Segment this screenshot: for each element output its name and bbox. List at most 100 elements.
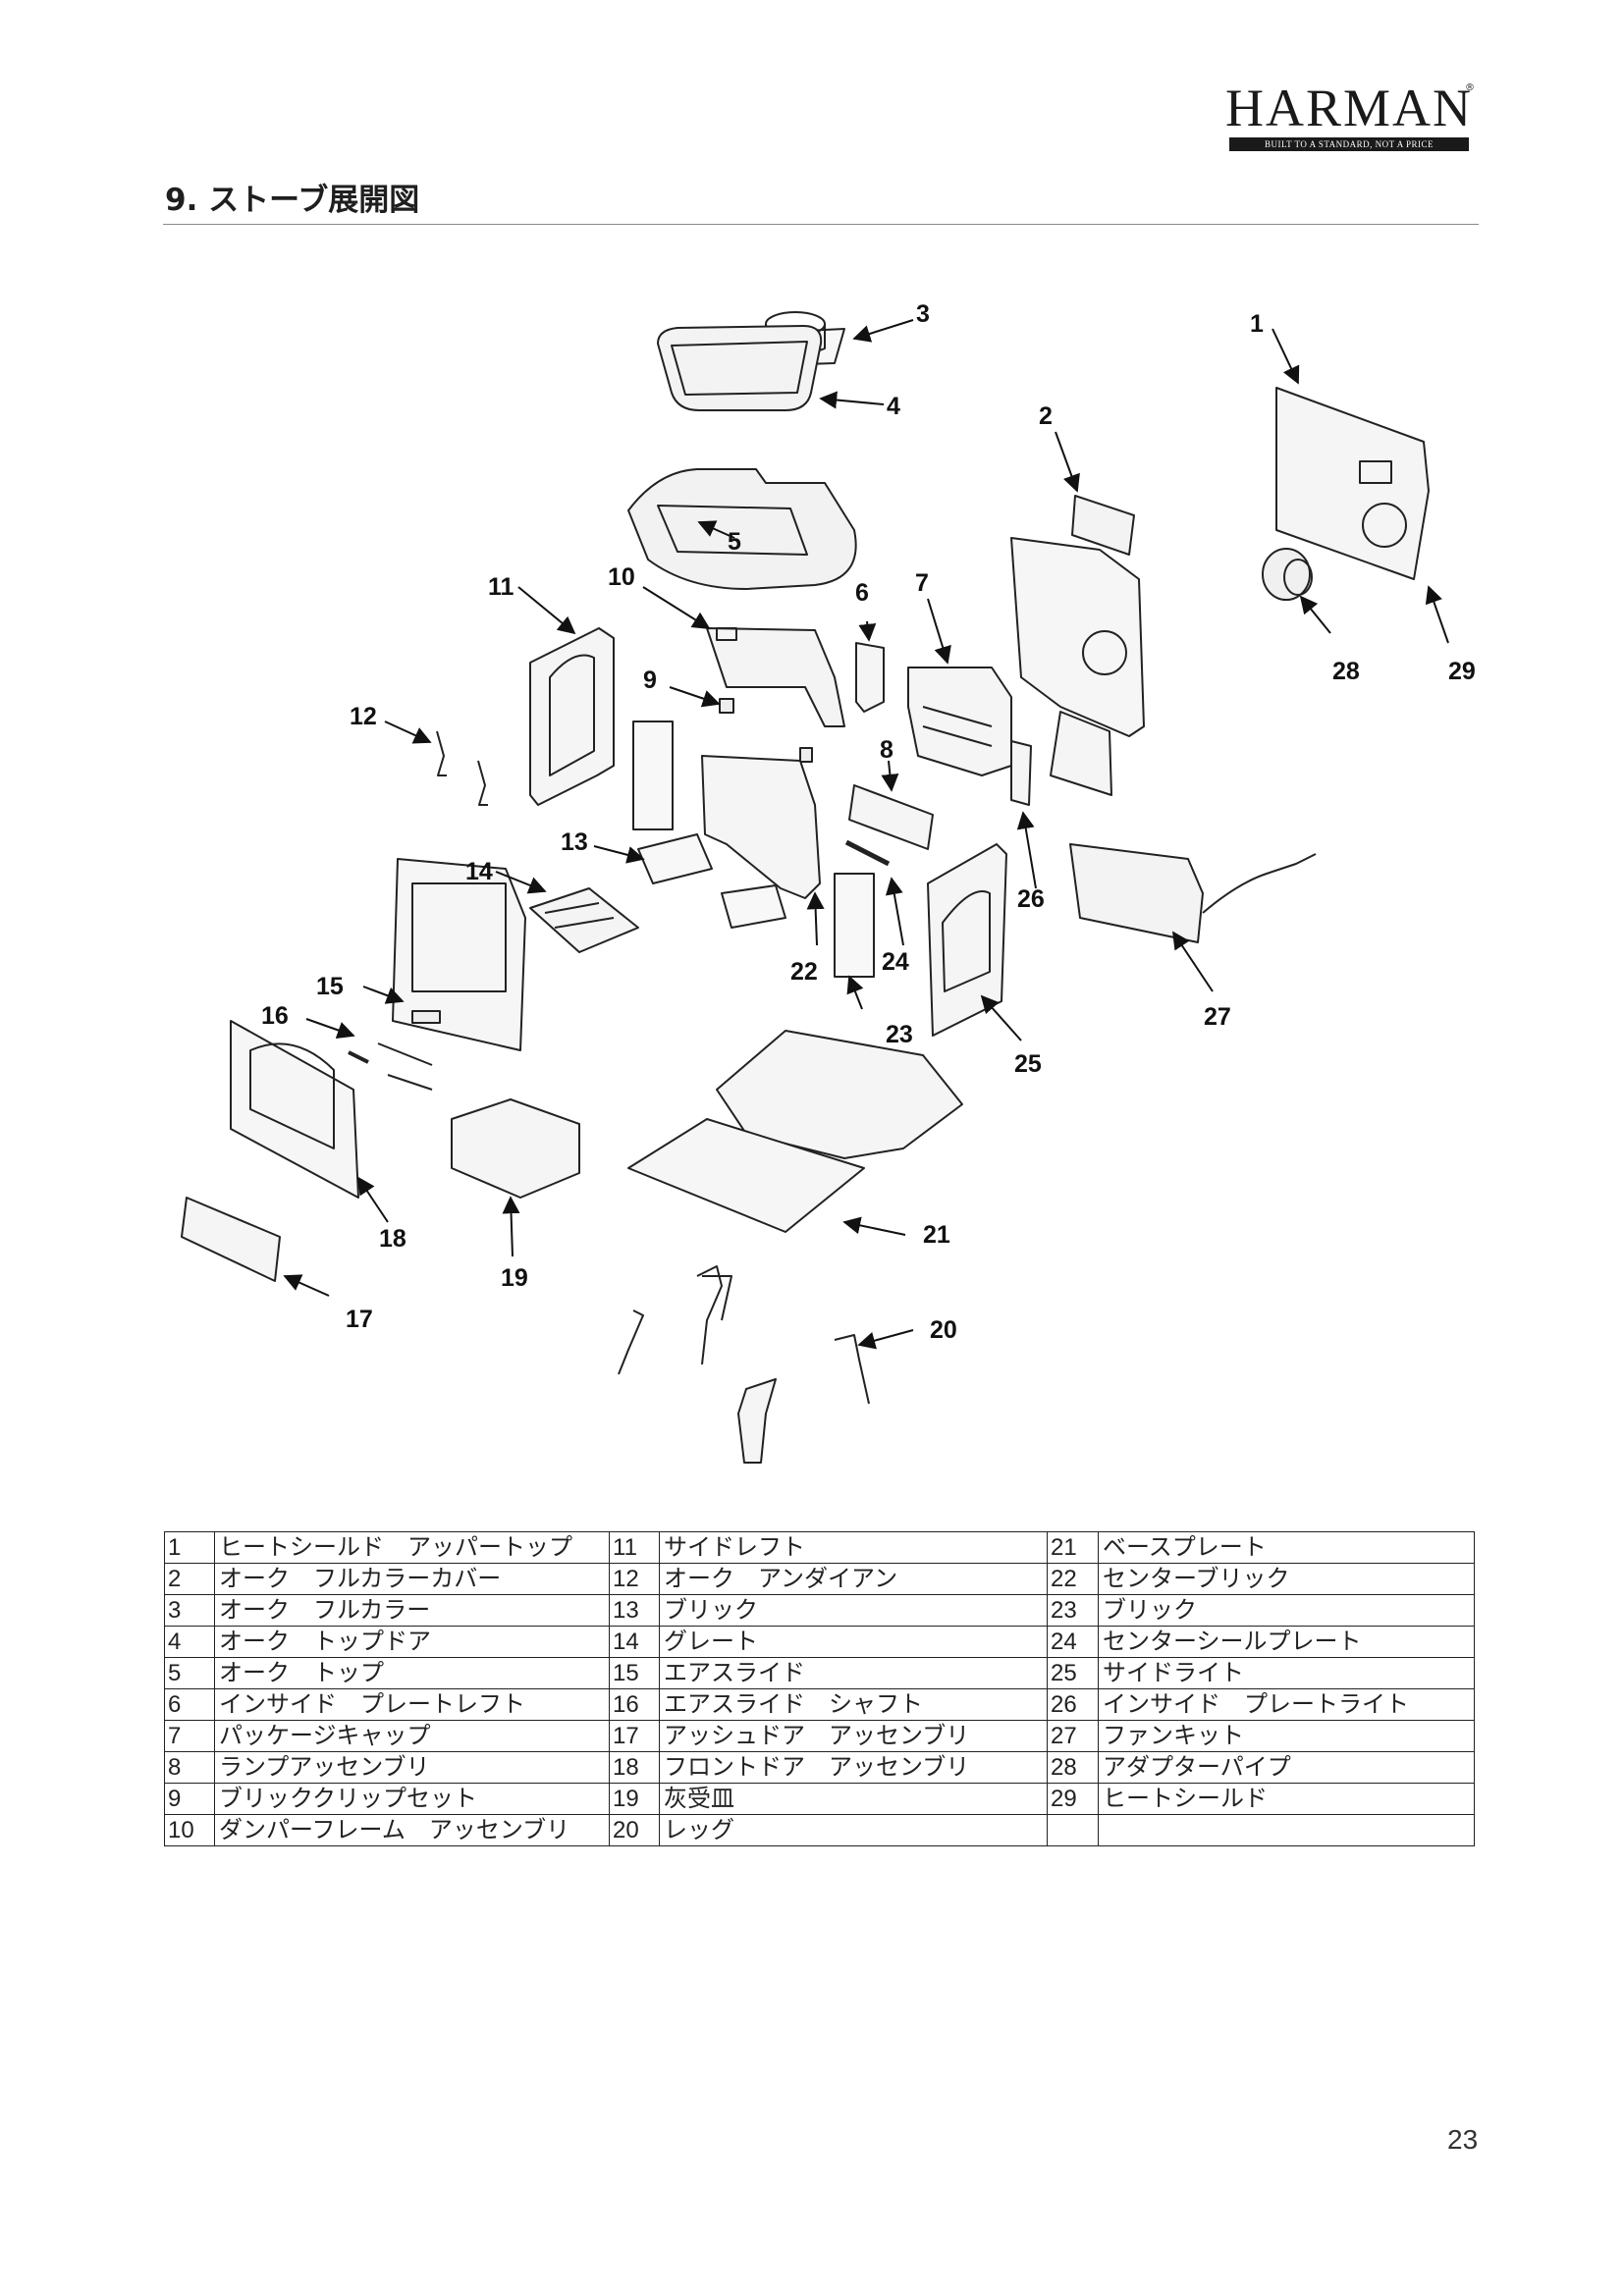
callout-8: 8 (880, 736, 893, 764)
part-number-cell (1047, 1814, 1099, 1846)
part-number-cell: 27 (1047, 1720, 1099, 1752)
callout-14: 14 (465, 858, 493, 885)
part-16-air-slide-shaft (348, 1042, 433, 1091)
callout-16: 16 (261, 1002, 289, 1030)
part-name-cell: グレート (659, 1626, 1048, 1658)
part-name-cell: インサイド プレートレフト (214, 1688, 610, 1721)
callout-20: 20 (930, 1316, 957, 1344)
part-15-air-slide (411, 1010, 441, 1024)
part-number-cell: 7 (164, 1720, 215, 1752)
part-number-cell: 23 (1047, 1594, 1099, 1627)
part-number-cell: 17 (609, 1720, 660, 1752)
part-name-cell: ベースプレート (1098, 1531, 1475, 1564)
part-number-cell: 13 (609, 1594, 660, 1627)
part-number-cell: 9 (164, 1783, 215, 1815)
harman-logo: HARMAN ® BUILT TO A STANDARD, NOT A PRIC… (1225, 77, 1475, 157)
logo-tagline: BUILT TO A STANDARD, NOT A PRICE (1229, 137, 1469, 151)
part-name-cell: エアスライド (659, 1657, 1048, 1689)
callout-22: 22 (790, 958, 818, 986)
part-21-base-plate (627, 1118, 865, 1233)
callout-13: 13 (561, 828, 588, 856)
part-2-collar-cover (1071, 495, 1135, 556)
part-number-cell: 6 (164, 1688, 215, 1721)
part-name-cell: レッグ (659, 1814, 1048, 1846)
part-27-fan-kit (1069, 843, 1317, 943)
part-number-cell: 1 (164, 1531, 215, 1564)
part-number-cell: 10 (164, 1814, 215, 1846)
part-name-cell: エアスライド シャフト (659, 1688, 1048, 1721)
callout-27: 27 (1204, 1003, 1231, 1031)
part-number-cell: 16 (609, 1688, 660, 1721)
part-name-cell: オーク フルカラーカバー (214, 1563, 610, 1595)
part-20-legs (618, 1265, 870, 1464)
part-name-cell: ブリック (659, 1594, 1048, 1627)
callout-10: 10 (608, 563, 635, 591)
part-name-cell: ヒートシールド (1098, 1783, 1475, 1815)
callout-24: 24 (882, 948, 909, 976)
part-11-side-left (529, 627, 615, 806)
part-24-center-seal-plate (844, 839, 891, 867)
callout-labels: 1 2 3 4 5 6 7 8 9 10 11 12 13 14 15 16 1… (261, 300, 1476, 1344)
part-name-cell: オーク トップドア (214, 1626, 610, 1658)
part-name-cell: ヒートシールド アッパートップ (214, 1531, 610, 1564)
part-28-adapter-pipe (1262, 548, 1313, 601)
callout-7: 7 (915, 569, 929, 597)
part-number-cell: 29 (1047, 1783, 1099, 1815)
callout-3: 3 (916, 300, 930, 328)
callout-21: 21 (923, 1221, 950, 1249)
callout-12: 12 (350, 703, 377, 730)
part-22-center-brick (701, 755, 821, 899)
part-name-cell (1098, 1814, 1475, 1846)
callout-25: 25 (1014, 1050, 1042, 1078)
exploded-view-diagram: 1 2 3 4 5 6 7 8 9 10 11 12 13 14 15 16 1… (181, 300, 1476, 1464)
part-back-frame (1010, 537, 1145, 737)
part-number-cell: 20 (609, 1814, 660, 1846)
part-7-package-cap (907, 667, 1012, 776)
callout-18: 18 (379, 1225, 406, 1253)
part-number-cell: 26 (1047, 1688, 1099, 1721)
callout-15: 15 (316, 973, 344, 1000)
callout-1: 1 (1250, 310, 1264, 338)
part-number-cell: 18 (609, 1751, 660, 1784)
callout-6: 6 (855, 579, 869, 607)
callout-17: 17 (346, 1306, 373, 1333)
callout-26: 26 (1017, 885, 1045, 913)
part-12-andirons (436, 730, 488, 806)
part-14-grate (529, 887, 639, 953)
part-18-front-door (230, 1020, 359, 1199)
part-23-brick (721, 873, 875, 978)
part-9-brick-clips (719, 698, 813, 763)
part-name-cell: ランプアッセンブリ (214, 1751, 610, 1784)
part-name-cell: アダプターパイプ (1098, 1751, 1475, 1784)
part-4-top-door (657, 325, 823, 411)
part-number-cell: 22 (1047, 1563, 1099, 1595)
part-name-cell: ブリッククリップセット (214, 1783, 610, 1815)
callout-2: 2 (1039, 402, 1053, 430)
part-back-baffle (1050, 711, 1112, 796)
callout-9: 9 (643, 667, 657, 694)
part-name-cell: インサイド プレートライト (1098, 1688, 1475, 1721)
part-name-cell: ファンキット (1098, 1720, 1475, 1752)
part-name-cell: オーク アンダイアン (659, 1563, 1048, 1595)
part-8-lamp-assembly (848, 784, 934, 850)
part-number-cell: 3 (164, 1594, 215, 1627)
part-name-cell: オーク フルカラー (214, 1594, 610, 1627)
part-name-cell: サイドレフト (659, 1531, 1048, 1564)
part-name-cell: ブリック (1098, 1594, 1475, 1627)
part-name-cell: オーク トップ (214, 1657, 610, 1689)
part-number-cell: 5 (164, 1657, 215, 1689)
part-number-cell: 8 (164, 1751, 215, 1784)
callout-11: 11 (488, 573, 514, 601)
part-number-cell: 4 (164, 1626, 215, 1658)
part-number-cell: 19 (609, 1783, 660, 1815)
part-13-bricks (632, 721, 713, 884)
part-17-ash-door (181, 1197, 281, 1282)
